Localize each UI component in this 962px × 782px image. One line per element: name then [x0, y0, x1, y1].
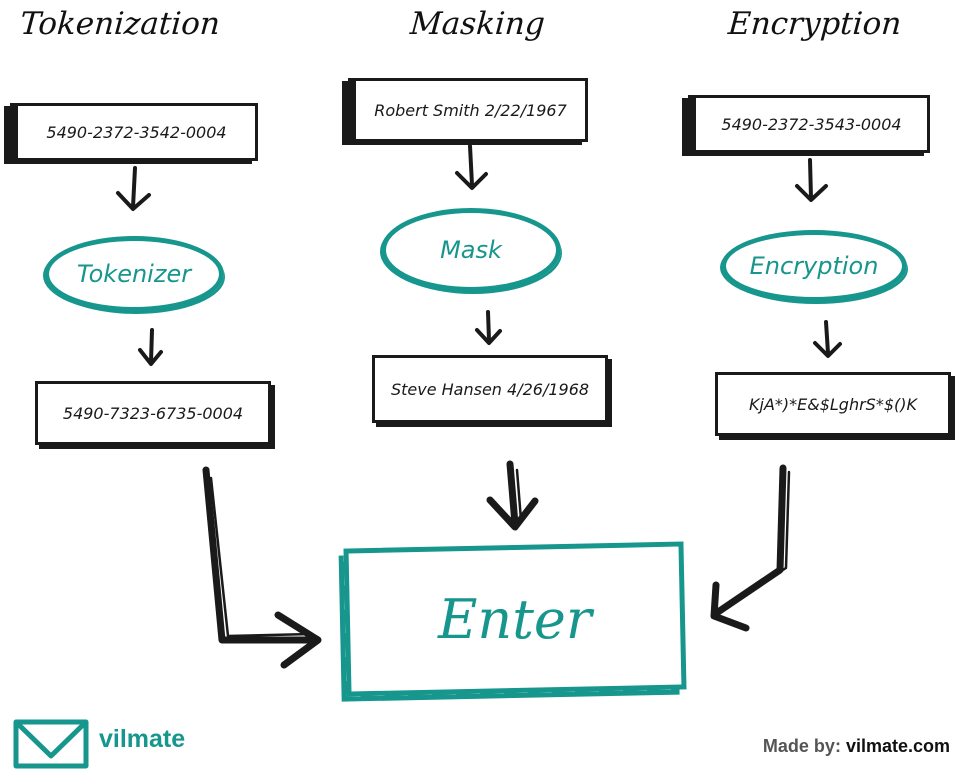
encryption-input-box: 5490-2372-3543-0004 [688, 95, 930, 153]
arrow-masking-input-to-mask [455, 144, 488, 190]
arrow-tokenization-to-enter [202, 466, 322, 669]
credit-line: Made by: vilmate.com [763, 736, 950, 757]
arrow-encryption-to-enter [710, 464, 787, 632]
tokenization-output-box: 5490-7323-6735-0004 [35, 381, 271, 445]
encryption-output-box: KjA*)*E&$LghrS*$()K [715, 372, 951, 436]
masking-output-box: Steve Hansen 4/26/1968 [372, 355, 608, 423]
arrow-tokenization-input-to-tokenizer [116, 166, 151, 211]
arrow-encryption-oval-to-encryption-output [813, 320, 842, 358]
encryption-output-value: KjA*)*E&$LghrS*$()K [749, 394, 917, 414]
credit-prefix: Made by: [762, 736, 841, 756]
arrow-masking-output-to-enter [486, 460, 539, 531]
enter-label: Enter [438, 587, 592, 651]
masking-input-box: Robert Smith 2/22/1967 [348, 78, 588, 142]
arrow-encryption-input-to-encryption-oval [795, 158, 828, 202]
enter-target-box: Enter [343, 541, 687, 697]
arrow-mask-to-masking-output [475, 310, 502, 345]
tokenizer-oval: Tokenizer [43, 236, 224, 313]
tokenization-output-value: 5490-7323-6735-0004 [62, 403, 244, 423]
arrow-tokenizer-to-tokenization-output [138, 328, 163, 366]
credit-site: vilmate.com [845, 736, 950, 756]
tokenization-input-value: 5490-2372-3542-0004 [46, 122, 227, 142]
logo-text: vilmate [99, 725, 186, 753]
tokenization-input-box: 5490-2372-3542-0004 [10, 103, 258, 161]
encryption-input-value: 5490-2372-3543-0004 [721, 114, 902, 134]
masking-input-value: Robert Smith 2/22/1967 [374, 100, 567, 120]
envelope-logo-icon [13, 719, 89, 769]
masking-output-value: Steve Hansen 4/26/1968 [390, 379, 590, 399]
mask-oval: Mask [380, 208, 561, 293]
encryption-oval: Encryption [720, 230, 907, 303]
